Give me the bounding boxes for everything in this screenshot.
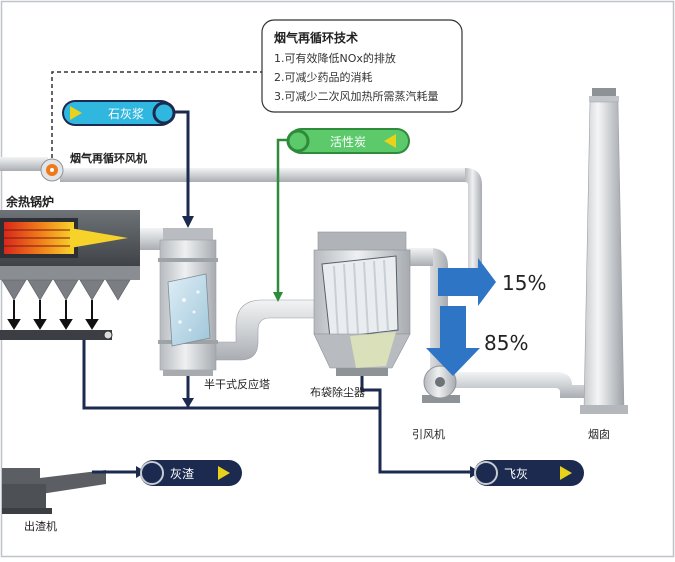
info-title: 烟气再循环技术 xyxy=(274,30,358,45)
info-item-3: 3.可减少二次风加热所需蒸汽耗量 xyxy=(274,89,439,103)
recirc-fan-label: 烟气再循环风机 xyxy=(70,151,147,165)
pct-recirc-label: 15% xyxy=(502,271,546,295)
limestone-pill: 石灰浆 xyxy=(62,100,176,126)
chimney-label: 烟囱 xyxy=(588,427,610,441)
induced-draft-fan-icon xyxy=(422,365,460,403)
info-leader-line xyxy=(51,71,262,158)
info-item-2: 2.可减少药品的消耗 xyxy=(274,70,373,84)
limestone-label: 石灰浆 xyxy=(108,106,144,121)
carbon-label: 活性炭 xyxy=(330,135,366,149)
bag-filter xyxy=(313,231,411,376)
slag-label: 出渣机 xyxy=(24,519,57,533)
fly-ash-pill: 飞灰 xyxy=(474,460,584,486)
semi-dry-reactor xyxy=(158,228,218,376)
baghouse-to-fan-duct xyxy=(405,248,448,380)
flow-arrow-recirc xyxy=(438,258,496,306)
carbon-pill: 活性炭 xyxy=(286,128,410,154)
ash-collection-lines xyxy=(82,340,474,474)
boiler-label: 余热锅炉 xyxy=(5,194,54,209)
recirc-fan-icon xyxy=(40,158,64,182)
fly-ash-label: 飞灰 xyxy=(504,467,528,481)
recirculation-duct xyxy=(0,157,482,290)
waste-heat-boiler xyxy=(0,210,140,340)
boiler-to-reactor-duct xyxy=(138,228,166,250)
info-item-1: 1.可有效降低NOx的排放 xyxy=(274,51,396,65)
fan-to-chimney-duct xyxy=(455,372,590,398)
ash-pill: 灰渣 xyxy=(140,460,242,486)
id-fan-label: 引风机 xyxy=(412,427,445,441)
pct-main-label: 85% xyxy=(484,331,528,355)
chimney xyxy=(580,88,628,414)
ash-label: 灰渣 xyxy=(170,467,194,481)
carbon-feed-line xyxy=(273,138,300,302)
info-box: 烟气再循环技术 1.可有效降低NOx的排放 2.可减少药品的消耗 3.可减少二次… xyxy=(261,19,463,113)
slag-extractor xyxy=(2,468,106,514)
reactor-label: 半干式反应塔 xyxy=(204,377,270,391)
flow-arrow-main xyxy=(426,306,480,376)
baghouse-label: 布袋除尘器 xyxy=(310,385,365,399)
